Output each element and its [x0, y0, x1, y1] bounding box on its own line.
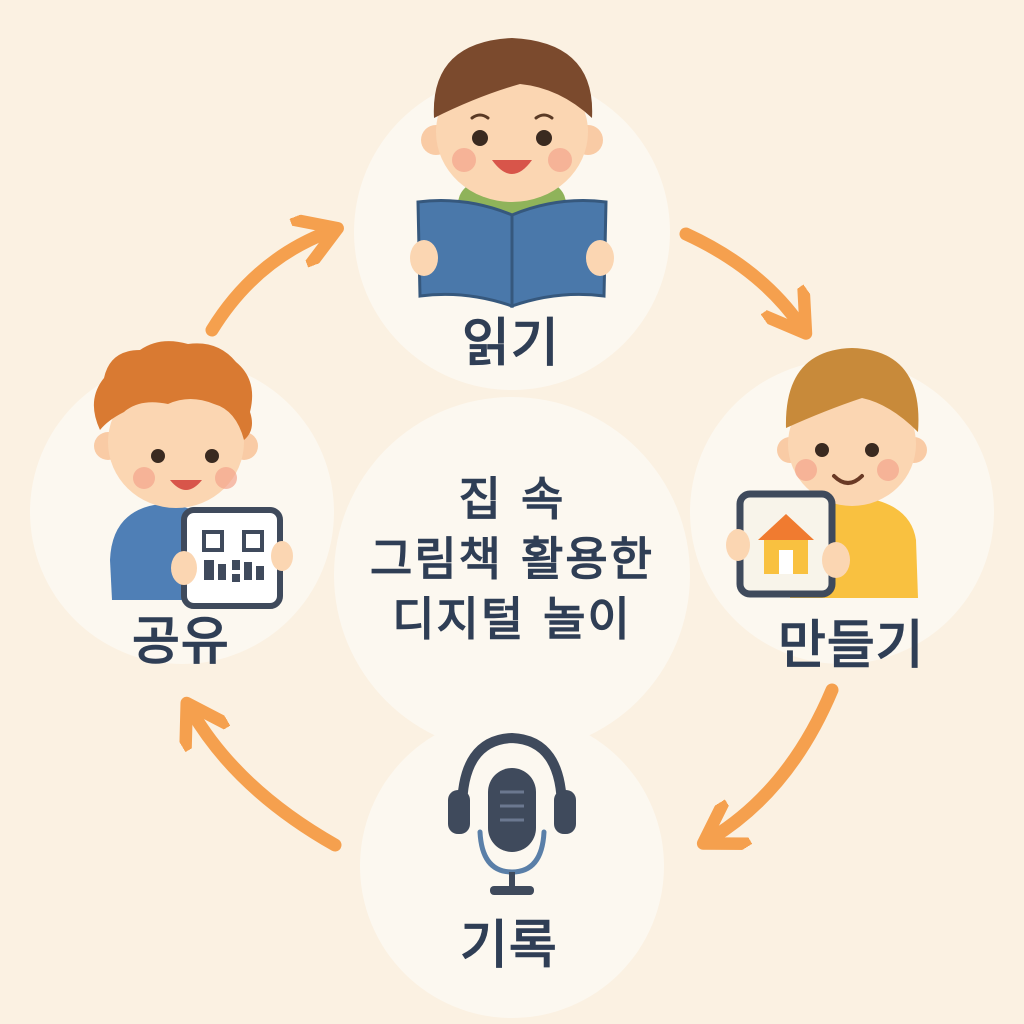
- step-label-sharing: 공유: [132, 612, 230, 672]
- tablet-house-icon: [726, 490, 850, 598]
- center-bubble: [334, 397, 690, 753]
- step-label-recording: 기록: [460, 916, 558, 976]
- microphone-headphones-icon: [448, 732, 576, 895]
- step-label-making: 만들기: [778, 616, 925, 676]
- open-book-icon: [410, 199, 614, 309]
- qr-code-tablet-icon: [171, 507, 293, 609]
- step-label-reading: 읽기: [462, 314, 560, 374]
- center-title-line-2: 그림책 활용한: [370, 531, 654, 586]
- center-title-line-1: 집 속: [458, 472, 566, 526]
- arrow-reading-to-making: [679, 227, 800, 325]
- arrow-making-to-recording: [712, 683, 839, 838]
- arrow-recording-to-sharing: [192, 712, 342, 852]
- recording-bubble: [360, 714, 664, 1018]
- arrow-sharing-to-reading: [205, 232, 328, 337]
- center-title-line-3: 디지털 놀이: [392, 591, 632, 646]
- center-title: 집 속 그림책 활용한 디지털 놀이: [340, 470, 684, 649]
